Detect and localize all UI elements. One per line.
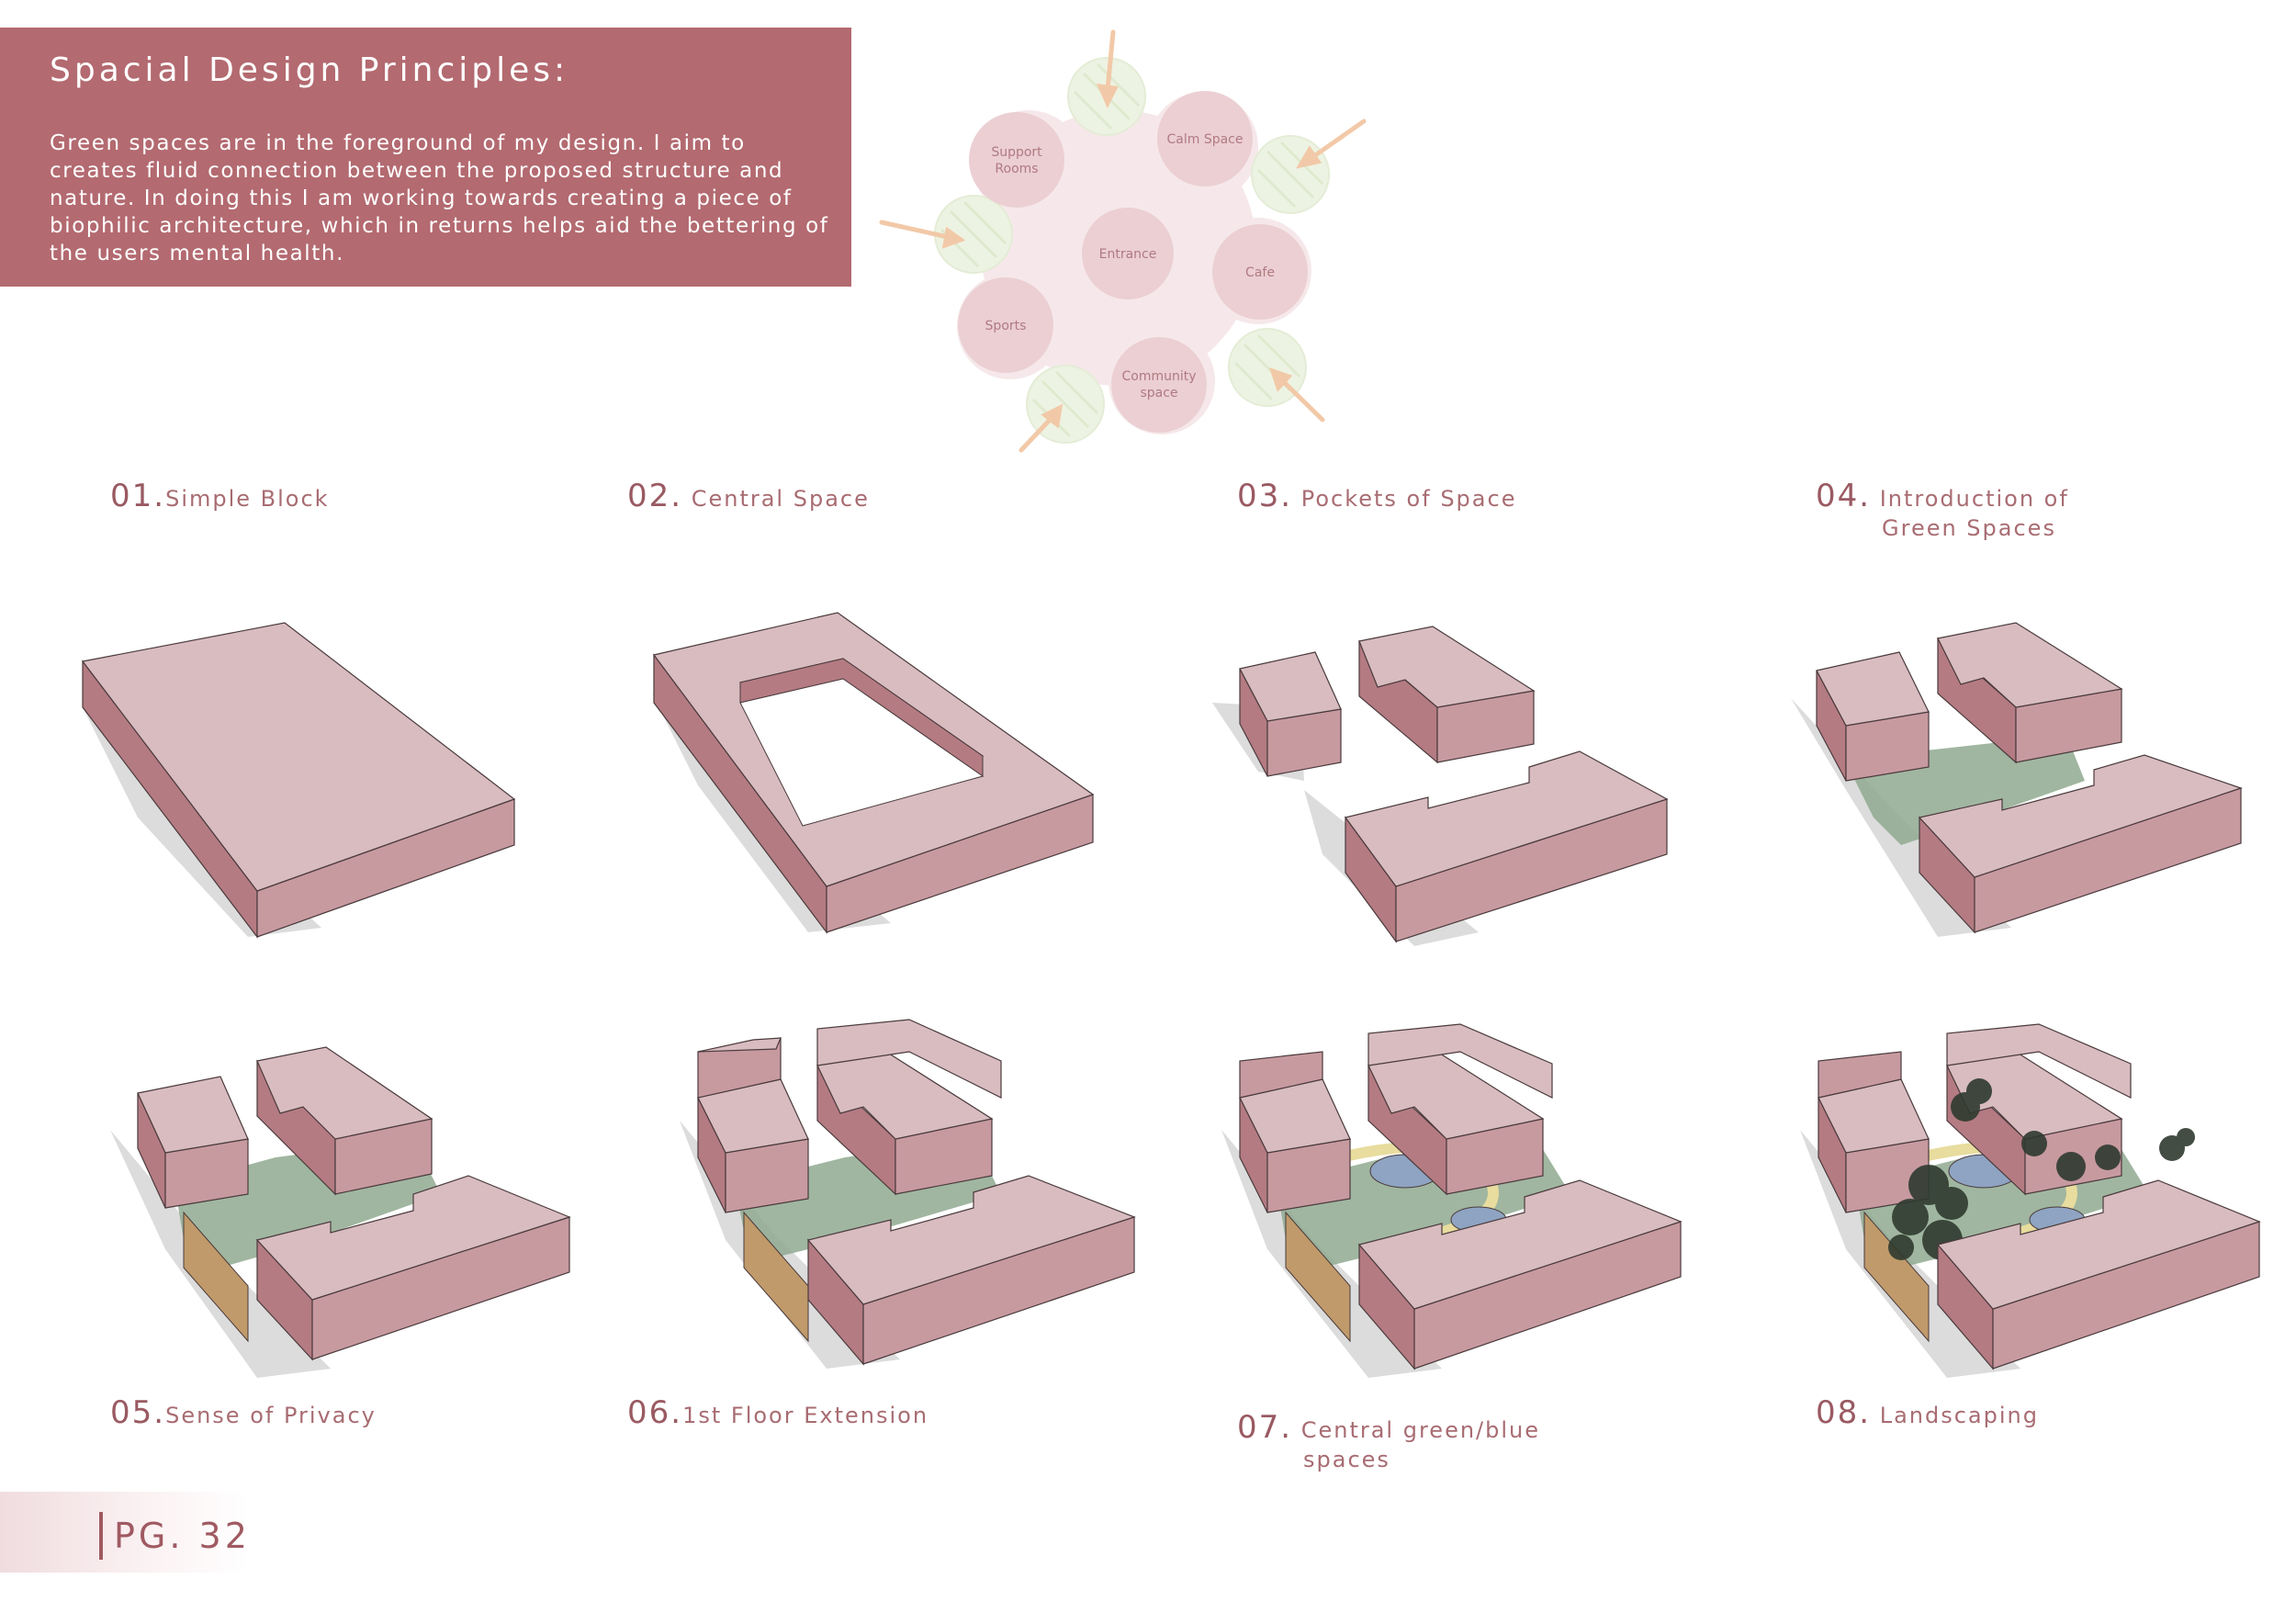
room-cafe-circle xyxy=(1212,224,1308,320)
massing-06-first-floor-extension xyxy=(680,1019,1136,1369)
block-south xyxy=(1344,750,1669,943)
block-west xyxy=(697,1037,809,1213)
arrow-icon xyxy=(1019,403,1064,453)
courtyard-floor xyxy=(739,678,985,827)
extension-north xyxy=(1946,1023,2132,1099)
massing-04-green-spaces xyxy=(1791,622,2243,937)
room-sports-label: Sports xyxy=(985,319,1027,333)
room-community-circle xyxy=(1111,337,1207,433)
timber-screen xyxy=(1863,1211,1930,1343)
room-support-label-1: Support xyxy=(991,145,1042,160)
arrow-icon xyxy=(879,220,966,249)
page-number: PG. 32 xyxy=(114,1516,251,1556)
block-north xyxy=(816,1019,1002,1196)
massing-02-central-space xyxy=(652,612,1095,934)
timber-screen xyxy=(743,1211,809,1343)
room-calm-circle xyxy=(1157,91,1253,186)
block-south xyxy=(1918,754,2243,934)
massing-08-landscaping xyxy=(1800,1023,2261,1378)
step-label-03: 03. Pockets of Space xyxy=(1237,478,1517,514)
bubble-labels: Entrance Support Rooms Calm Space Cafe C… xyxy=(985,132,1275,400)
room-entrance-label: Entrance xyxy=(1099,247,1157,262)
block-south xyxy=(1936,1179,2261,1370)
step-label-08: 08. Landscaping xyxy=(1816,1394,2039,1431)
block-west xyxy=(1818,1051,1930,1213)
tree-icon xyxy=(1888,1235,1914,1260)
massing-01-simple-block xyxy=(81,622,516,939)
tree-icon xyxy=(1892,1199,1929,1235)
block-south xyxy=(255,1175,571,1361)
block-north xyxy=(1358,626,1536,764)
step-label-05: 05.Sense of Privacy xyxy=(110,1394,377,1431)
tree-icon xyxy=(2177,1128,2195,1146)
page-number-divider xyxy=(99,1512,103,1560)
extension-west xyxy=(1818,1051,1902,1099)
step-label-01: 01.Simple Block xyxy=(110,478,330,514)
block-top-face xyxy=(81,622,516,892)
tree-icon xyxy=(1966,1078,1992,1104)
block-south xyxy=(1357,1179,1683,1370)
block-west xyxy=(1239,651,1342,777)
header-panel: Spacial Design Principles: Green spaces … xyxy=(0,28,851,287)
arrows xyxy=(879,29,1367,453)
room-support-label-2: Rooms xyxy=(995,162,1038,176)
arrow-icon xyxy=(1096,29,1119,108)
page-number-tab xyxy=(0,1492,248,1573)
intro-paragraph: Green spaces are in the foreground of my… xyxy=(50,131,829,265)
room-sports-circle xyxy=(958,277,1053,373)
block-south xyxy=(806,1175,1136,1366)
arrow-icon xyxy=(1295,118,1367,169)
arrow-icon xyxy=(1269,367,1325,423)
page-title: Spacial Design Principles: xyxy=(50,51,569,89)
block-west xyxy=(1816,651,1930,782)
massing-05-sense-of-privacy xyxy=(110,1046,571,1378)
timber-screen xyxy=(1285,1211,1351,1343)
block-west xyxy=(137,1076,249,1209)
block-north xyxy=(1946,1023,2132,1196)
tree-icon xyxy=(1935,1187,1968,1220)
step-label-07: 07. Central green/blue spaces xyxy=(1237,1409,1541,1472)
room-entrance-circle xyxy=(1082,208,1174,299)
step-label-04: 04. Introduction of Green Spaces xyxy=(1816,478,2069,541)
bubble-rooms xyxy=(958,91,1308,433)
extension-west xyxy=(1239,1051,1323,1099)
room-cafe-label: Cafe xyxy=(1245,265,1275,280)
step-label-02: 02. Central Space xyxy=(627,478,870,514)
tree-icon xyxy=(2056,1152,2086,1181)
block-west xyxy=(1239,1051,1351,1213)
bubble-diagram: Entrance Support Rooms Calm Space Cafe C… xyxy=(879,29,1367,453)
room-calm-label: Calm Space xyxy=(1167,132,1244,147)
timber-screen xyxy=(183,1211,249,1343)
tree-icon xyxy=(2021,1131,2047,1156)
block-north xyxy=(1937,622,2123,764)
massing-07-central-green-blue xyxy=(1221,1023,1683,1378)
tree-icon xyxy=(2095,1145,2121,1170)
room-community-label-2: space xyxy=(1140,386,1177,400)
room-support-circle xyxy=(969,112,1064,208)
block-north xyxy=(256,1046,433,1196)
step-label-06: 06.1st Floor Extension xyxy=(627,1394,929,1431)
extension-north xyxy=(1367,1023,1553,1099)
extension-north xyxy=(816,1019,1002,1099)
massing-03-pockets-of-space xyxy=(1212,626,1669,946)
room-community-label-1: Community xyxy=(1121,369,1196,384)
block-north xyxy=(1367,1023,1553,1196)
